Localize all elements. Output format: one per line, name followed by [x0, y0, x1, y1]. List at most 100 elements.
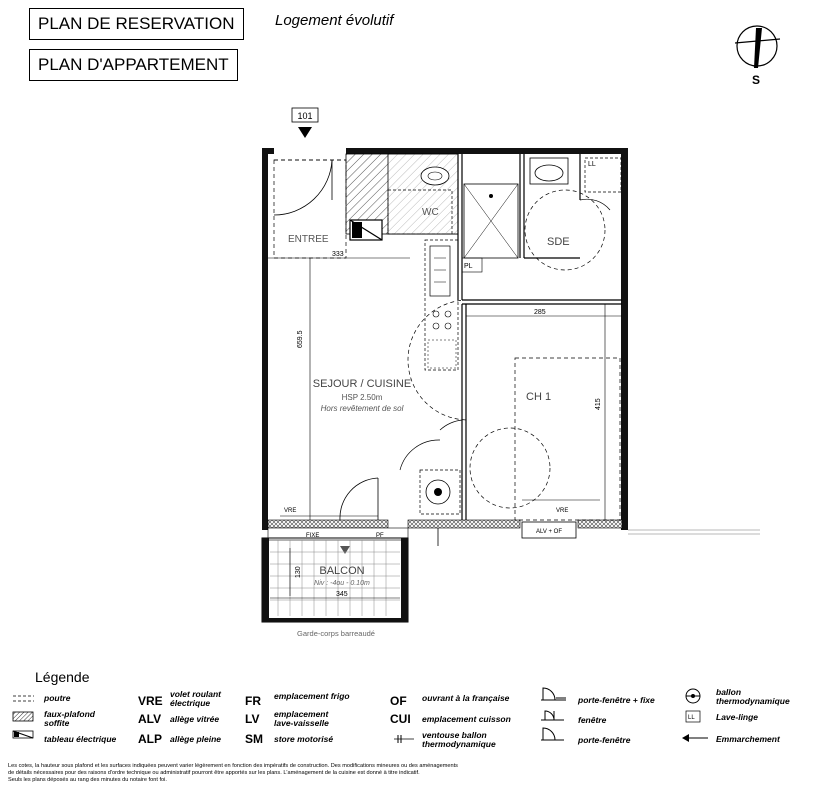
legend-col1-icons: [12, 695, 34, 739]
plan-de-reservation-box: PLAN DE RESERVATION: [29, 8, 244, 40]
legend-door-icons: [541, 687, 566, 741]
kitchen-counter: [424, 239, 459, 371]
legend-lave-linge: Lave-linge: [716, 712, 759, 722]
bottom-wall: [407, 519, 521, 529]
dimension-415: 415: [595, 398, 602, 410]
legend-fenetre: fenêtre: [578, 715, 607, 725]
wc-room: [387, 153, 459, 235]
entry-door-swing: [273, 159, 333, 216]
door-window-fixed-icon: [541, 687, 566, 701]
dimension-345: 345: [336, 591, 348, 598]
legend-emmarchement: Emmarchement: [716, 734, 780, 744]
room-label-ch1: CH 1: [526, 391, 551, 403]
toilet-icon: [420, 166, 450, 186]
legend-code-alp: ALP: [138, 732, 162, 746]
bottom-wall: [267, 519, 389, 529]
legend-code-vre: VRE: [138, 694, 163, 708]
lot-number-box: [291, 107, 319, 123]
cooktop-icon: [432, 310, 452, 330]
legend-pf: porte-fenêtre: [578, 735, 631, 745]
subtitle: Logement évolutif: [275, 12, 394, 29]
legend-cui: emplacement cuisson: [422, 714, 511, 724]
vre-label-ch1: VRE: [556, 508, 568, 514]
room-label-wc: WC: [422, 207, 439, 218]
ll-label: LL: [588, 161, 596, 168]
dashed-line-icon: [13, 695, 34, 702]
legend-alp: allège pleine: [170, 734, 222, 744]
box-title: PLAN DE RESERVATION: [38, 14, 235, 33]
legend-sm: store motorisé: [274, 734, 334, 744]
legend-vre: volet roulant électrique: [170, 689, 222, 708]
balcony: [261, 537, 409, 623]
sink-icon: [529, 157, 569, 185]
ch1-door-swing: [439, 419, 463, 431]
fixe-label: FIXE: [306, 533, 319, 539]
room-label-sejour: SEJOUR / CUISINE: [313, 378, 411, 390]
legend-code-of: OF: [390, 694, 407, 708]
floor-plan: S 101 ALV + OF WC: [261, 25, 781, 638]
legend-pf-fixe: porte-fenêtre + fixe: [578, 695, 655, 705]
washer-icon: [685, 710, 701, 723]
shower-tray: [463, 183, 519, 259]
balcon-niveau: Niv : -4ou - 0.10m: [314, 580, 370, 587]
legend-col6-icons: LL: [682, 688, 708, 742]
legend-code-lv: LV: [245, 712, 260, 726]
dimension-130: 130: [295, 566, 302, 578]
door-window-icon: [541, 727, 564, 741]
legend-code-cui: CUI: [390, 712, 411, 726]
entry-arrow-icon: [298, 127, 312, 138]
window-frame: [521, 521, 577, 539]
legend-title: Légende: [35, 669, 90, 685]
bed-area: [514, 357, 621, 521]
garde-corps-label: Garde-corps barreaudé: [297, 629, 375, 638]
disclaimer-line: Seuls les plans déposés au rang des minu…: [8, 777, 167, 783]
legend-code-sm: SM: [245, 732, 263, 746]
turning-circle: [469, 427, 551, 509]
legend-ventouse: ventouse ballon thermodynamique: [422, 730, 496, 749]
step-arrow-icon: [340, 546, 350, 554]
panel-icon: [12, 730, 34, 739]
bottom-wall: [577, 519, 623, 529]
plan-appartement-box: PLAN D'APPARTEMENT: [29, 49, 238, 81]
washer-icon: [584, 157, 622, 193]
legend-lv: emplacement lave-vaisselle: [274, 709, 329, 728]
dimension-659: 659.5: [297, 330, 304, 348]
vre-label: VRE: [284, 508, 296, 514]
interior-walls: [457, 154, 622, 520]
turning-circle: [524, 189, 606, 271]
dimension-285: 285: [534, 309, 546, 316]
box-title: PLAN D'APPARTEMENT: [38, 55, 229, 74]
legend-poutre: poutre: [44, 693, 71, 703]
legend-ballon: ballon thermodynamique: [716, 687, 790, 706]
legend-faux-plafond: faux-plafond soffite: [44, 709, 95, 728]
boiler-icon: [425, 479, 451, 505]
room-label-entree: ENTREE: [288, 234, 329, 245]
disclaimer: Les cotes, la hauteur sous plafond et le…: [8, 763, 608, 784]
room-revetement: Hors revêtement de sol: [321, 404, 404, 413]
legend-tableau: tableau électrique: [44, 734, 117, 744]
north-arrow-icon: S: [734, 25, 781, 87]
legend-alv: allège vitrée: [170, 714, 220, 724]
orientation-letter: S: [752, 73, 760, 87]
legend-code-fr: FR: [245, 694, 261, 708]
window-icon: [541, 710, 564, 721]
vent-icon: [394, 735, 414, 743]
alv-of-label: ALV + OF: [536, 529, 562, 535]
balcony-door-swing: [339, 477, 379, 521]
kitchen-sink-icon: [429, 245, 451, 297]
room-label-balcon: BALCON: [319, 565, 364, 577]
pf-label: PF: [376, 533, 384, 539]
lot-number: 101: [297, 111, 312, 121]
disclaimer-line: de détails nécessaires pour des raisons …: [8, 770, 420, 776]
legend-code-alv: ALV: [138, 712, 162, 726]
outer-walls: [262, 148, 628, 530]
dimension-333: 333: [332, 251, 344, 258]
room-hsp: HSP 2.50m: [342, 393, 383, 402]
room-label-sde: SDE: [547, 236, 570, 248]
balcony-railing: [270, 540, 400, 616]
legend-fr: emplacement frigo: [274, 691, 350, 701]
disclaimer-line: Les cotes, la hauteur sous plafond et le…: [8, 763, 458, 769]
hatch-icon: [12, 711, 34, 722]
step-arrow-icon: [682, 734, 708, 742]
boiler-icon: [685, 688, 701, 704]
